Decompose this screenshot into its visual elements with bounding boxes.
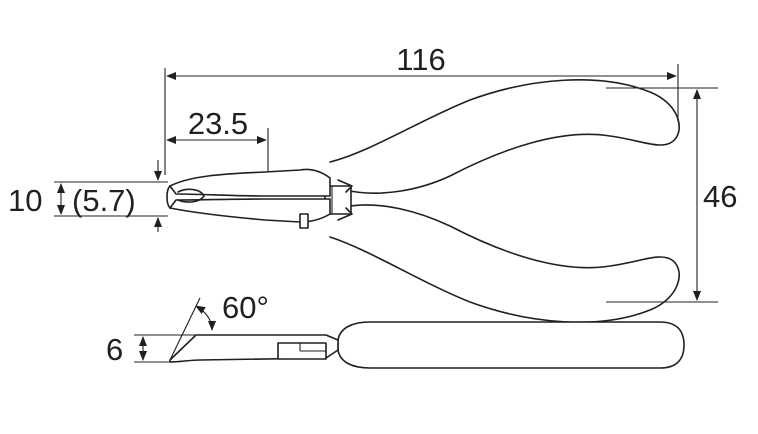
label-116: 116: [396, 42, 445, 77]
angle-line: [169, 297, 201, 361]
label-5-7: (5.7): [72, 183, 136, 218]
spring-stub: [299, 213, 309, 229]
dimension-thickness: 6: [106, 332, 196, 367]
lower-handle: [329, 204, 680, 323]
label-23-5: 23.5: [188, 106, 248, 141]
lower-jaw: [169, 198, 331, 223]
dimension-head-length: 23.5: [166, 106, 269, 172]
upper-jaw: [169, 168, 331, 197]
pliers-side-view: 60°: [169, 290, 685, 369]
dimension-jaw-width: 10 (5.7): [8, 160, 168, 232]
angle-arc: [195, 305, 216, 331]
label-6: 6: [106, 332, 123, 367]
label-10: 10: [8, 183, 42, 218]
label-60: 60°: [222, 290, 269, 325]
label-46: 46: [703, 179, 737, 214]
dimension-overall-width: 46: [606, 87, 737, 303]
joint-upper: [337, 179, 353, 193]
jaw-opening: [177, 188, 205, 203]
jaw-tip: [166, 185, 171, 209]
upper-handle: [329, 79, 680, 194]
dimension-overall-length: 116: [164, 42, 679, 175]
side-handle: [337, 321, 685, 369]
joint-lower: [337, 207, 353, 221]
pliers-top-view: [166, 79, 680, 323]
